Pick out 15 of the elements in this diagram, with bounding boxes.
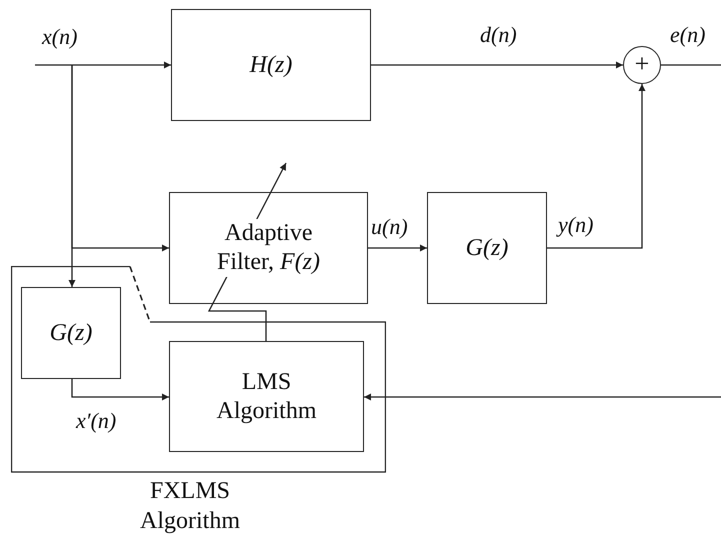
signal-arrow — [368, 244, 427, 252]
signal-arrow — [68, 65, 76, 287]
signal-arrow — [364, 394, 721, 400]
transfer-function-box — [427, 192, 547, 304]
transfer-function-box — [171, 9, 371, 121]
signal-arrow — [547, 84, 646, 249]
algorithm-box — [169, 341, 364, 452]
signal-line — [661, 64, 721, 66]
filter-box — [169, 192, 368, 304]
group-label: FXLMS Algorithm — [139, 477, 241, 536]
signal-arrow — [35, 62, 171, 68]
summing-junction: + — [623, 46, 661, 84]
signal-arrow — [71, 379, 169, 400]
transfer-function-box — [21, 287, 121, 379]
signal-arrow — [371, 62, 623, 68]
